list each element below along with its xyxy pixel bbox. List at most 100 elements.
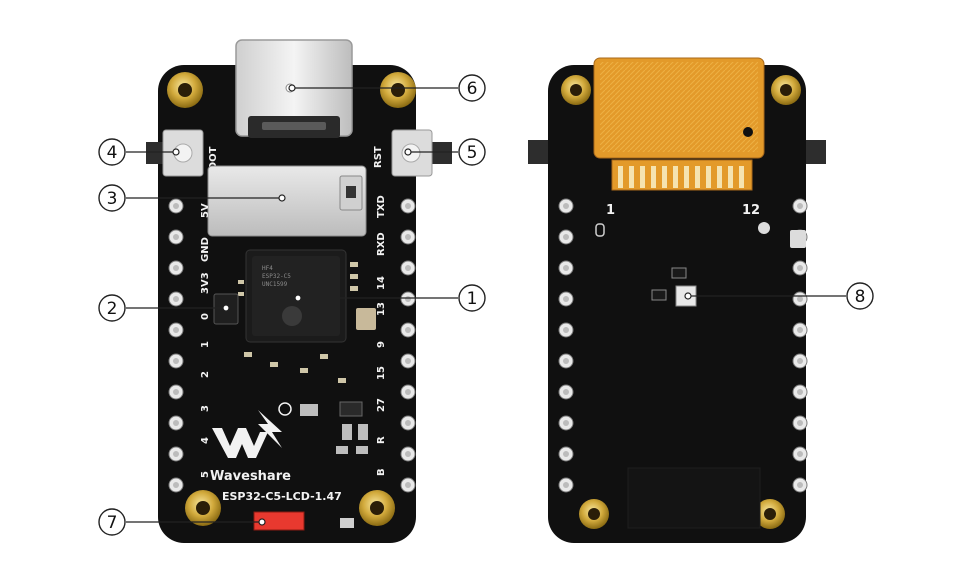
front-left-header-pad-hole	[173, 203, 179, 209]
back-button-stub-left	[528, 140, 548, 164]
reset-button	[391, 129, 452, 177]
callout-dot-4	[172, 148, 180, 156]
back-left-header-pad-hole	[563, 296, 569, 302]
callout-badge-1: 1	[458, 284, 486, 312]
fpc-contact	[640, 166, 645, 188]
label-boot: BOOT	[208, 146, 219, 178]
label-txd: TXD	[376, 195, 387, 218]
callout-dot-3	[278, 194, 286, 202]
back-left-header-pad-hole	[563, 420, 569, 426]
pin-label-right-5: R	[376, 436, 387, 444]
back-button-stub-right	[806, 140, 826, 164]
pin-label-left-1: 1	[200, 341, 211, 348]
fpc-contact	[695, 166, 700, 188]
pin-label-right-6: B	[376, 468, 387, 476]
fpc-contact	[684, 166, 689, 188]
front-left-header-pad-hole	[173, 482, 179, 488]
fpc-contact	[662, 166, 667, 188]
svg-text:ESP32-C5: ESP32-C5	[262, 273, 291, 280]
callout-badge-3: 3	[98, 184, 126, 212]
pin-label-right-4: 27	[376, 398, 387, 412]
usb-c-tongue	[262, 122, 326, 130]
back-mounting-holes	[561, 75, 801, 529]
back-left-header-pad-hole	[563, 265, 569, 271]
fpc-contact	[706, 166, 711, 188]
front-left-header-pad-hole	[173, 451, 179, 457]
fpc-contact	[673, 166, 678, 188]
callout-badges: 1 2 3 4 5 6 7 8	[98, 74, 874, 536]
back-right-header-pad-hole	[797, 203, 803, 209]
back-ground-pour	[627, 467, 761, 529]
label-gnd: GND	[200, 237, 211, 262]
front-right-header-pad-hole	[405, 358, 411, 364]
fpc-contact	[739, 166, 744, 188]
callout-badge-5: 5	[458, 138, 486, 166]
svg-text:HF4: HF4	[262, 265, 273, 272]
callout-badge-6: 6	[458, 74, 486, 102]
fpc-contact	[651, 166, 656, 188]
front-right-header-pad-hole	[405, 327, 411, 333]
front-board: BOOT RST 5V GND 3V3 TXD RXD HF4 ESP32-C5…	[146, 39, 452, 543]
fpc-pin-1-label: 1	[606, 203, 615, 218]
back-right-header-pad-hole	[797, 327, 803, 333]
waveshare-logo-icon	[212, 402, 292, 458]
front-left-header	[168, 198, 184, 493]
label-5v: 5V	[200, 203, 211, 218]
back-left-header-pad-hole	[563, 234, 569, 240]
back-left-header	[558, 198, 574, 493]
svg-text:6: 6	[467, 79, 478, 99]
fpc-contact	[728, 166, 733, 188]
back-left-header-pad-hole	[563, 327, 569, 333]
callout-badge-4: 4	[98, 138, 126, 166]
svg-text:3: 3	[107, 189, 118, 209]
front-right-header-pad-hole	[405, 420, 411, 426]
small-components	[238, 262, 376, 454]
brand-text: Waveshare	[210, 469, 291, 484]
callout-dot-7	[258, 518, 266, 526]
fpc-contact	[618, 166, 623, 188]
back-square-pad	[790, 230, 806, 248]
pin-label-left-4: 4	[200, 437, 211, 444]
back-left-header-pad-hole	[563, 482, 569, 488]
microsd-slot	[207, 165, 367, 237]
callouts	[126, 84, 846, 526]
boot-button	[146, 129, 204, 177]
front-right-header-pad-hole	[405, 203, 411, 209]
led-resistor	[340, 518, 354, 528]
svg-text:7: 7	[107, 513, 118, 533]
front-left-header-pad-hole	[173, 420, 179, 426]
front-right-header-pad-hole	[405, 482, 411, 488]
front-left-header-pad-hole	[173, 389, 179, 395]
pin-label-right-2: 9	[376, 341, 387, 348]
front-left-header-pad-hole	[173, 234, 179, 240]
model-text: ESP32-C5-LCD-1.47	[222, 490, 342, 503]
callout-dot-1	[294, 294, 302, 302]
callout-badge-2: 2	[98, 294, 126, 322]
label-3v3: 3V3	[200, 272, 211, 294]
front-right-header-pad-hole	[405, 234, 411, 240]
pin-label-right-3: 15	[376, 366, 387, 380]
pin-label-left-0: 0	[200, 313, 211, 320]
fpc-contact	[717, 166, 722, 188]
callout-dot-5	[404, 148, 412, 156]
svg-text:2: 2	[107, 299, 118, 319]
back-round-pad	[758, 222, 770, 234]
back-left-header-pad-hole	[563, 389, 569, 395]
back-right-header-pad-hole	[797, 482, 803, 488]
label-rst: RST	[373, 146, 384, 168]
front-right-header	[400, 198, 416, 493]
power-led	[253, 511, 305, 531]
back-left-header-pad-hole	[563, 358, 569, 364]
front-left-header-pad-hole	[173, 358, 179, 364]
callout-badge-8: 8	[846, 282, 874, 310]
front-left-header-pad-hole	[173, 327, 179, 333]
label-rxd: RXD	[376, 232, 387, 256]
svg-text:5: 5	[467, 143, 478, 163]
back-left-header-pad-hole	[563, 203, 569, 209]
front-mounting-holes	[167, 72, 416, 526]
pin-label-left-3: 3	[200, 405, 211, 412]
rgb-led-side	[651, 289, 667, 301]
lcd-fpc-cable	[593, 57, 765, 191]
back-right-header-pad-hole	[797, 451, 803, 457]
